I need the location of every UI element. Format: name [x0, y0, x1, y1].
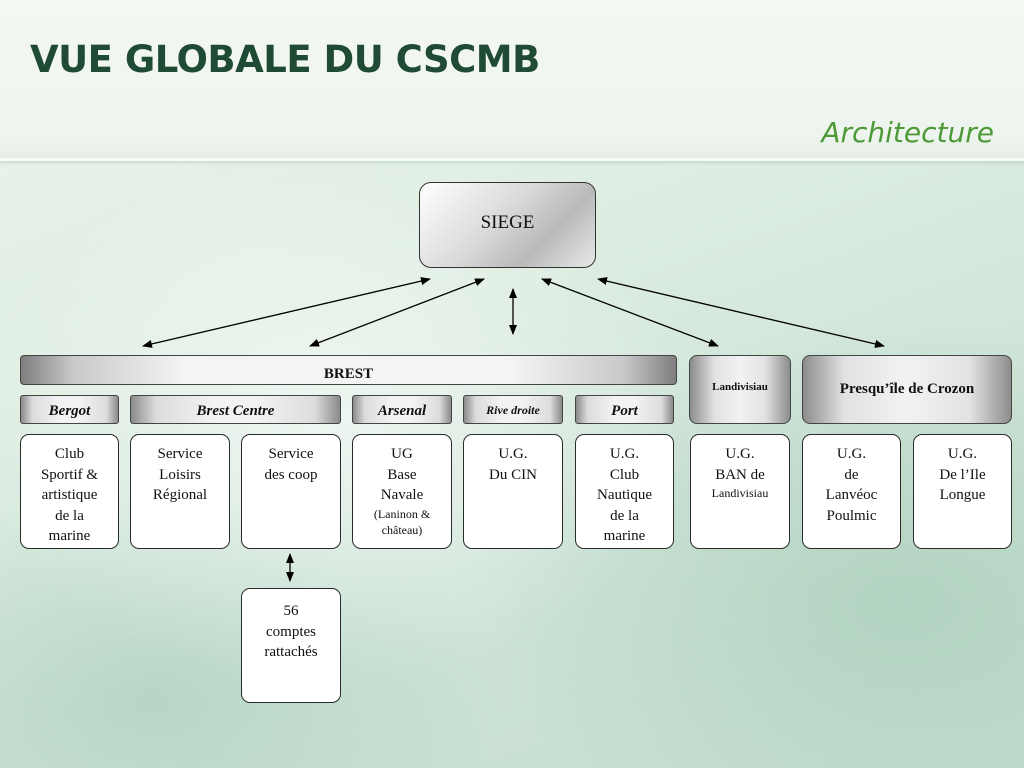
page-title: VUE GLOBALE DU CSCMB [30, 38, 540, 81]
unit-line: Régional [152, 487, 208, 503]
unit-line: U.G. [725, 446, 755, 462]
unit-line: artistique [41, 487, 98, 503]
unit-ug-base-navale: UG Base Navale (Laninon & château) [352, 434, 452, 549]
unit-line: Nautique [597, 487, 652, 503]
unit-line: Poulmic [826, 507, 877, 524]
unit-line: U.G. [947, 446, 978, 462]
arrow-siege-bergot [142, 277, 431, 348]
unit-line: de [844, 466, 859, 483]
unit-line: UG [391, 446, 413, 462]
arrow-siege-landivisiau [541, 278, 719, 347]
unit-line: U.G. [498, 446, 528, 462]
unit-line: marine [603, 528, 646, 544]
unit-line: Base [387, 466, 417, 483]
unit-comptes-rattaches: 56 comptes rattachés [241, 588, 341, 703]
unit-ug-club-nautique: U.G. Club Nautique de la marine [575, 434, 674, 549]
unit-line: comptes [266, 623, 316, 640]
siege-box: SIEGE [419, 182, 596, 268]
page-subtitle: Architecture [821, 116, 994, 149]
site-bergot: Bergot [20, 395, 119, 424]
unit-line: Loisirs [159, 466, 201, 483]
unit-service-loisirs: Service Loisirs Régional [130, 434, 230, 549]
unit-line: Club [54, 446, 85, 462]
unit-service-coop: Service des coop [241, 434, 341, 549]
unit-note: Landivisiau [711, 486, 769, 500]
unit-ug-cin: U.G. Du CIN [463, 434, 563, 549]
arrow-siege-crozon [597, 277, 885, 348]
unit-line: Club [609, 466, 640, 483]
unit-note: (Laninon & château) [373, 506, 431, 537]
unit-line: Service [268, 446, 314, 462]
unit-club-sportif: Club Sportif & artistique de la marine [20, 434, 119, 549]
unit-line: U.G. [836, 446, 867, 462]
unit-line: De l’Ile [939, 466, 986, 483]
unit-ug-ban: U.G. BAN de Landivisiau [690, 434, 790, 549]
unit-line: Longue [939, 487, 986, 503]
unit-line: Du CIN [489, 466, 537, 483]
unit-line: rattachés [264, 644, 318, 660]
unit-line: U.G. [609, 446, 640, 462]
unit-line: de la [610, 507, 639, 524]
unit-line: Navale [380, 487, 424, 503]
crozon-group-bar: Presqu’île de Crozon [802, 355, 1012, 424]
unit-line: de la [55, 507, 84, 524]
site-arsenal: Arsenal [352, 395, 452, 424]
unit-line: 56 [283, 603, 299, 619]
site-brest-centre: Brest Centre [130, 395, 341, 424]
site-port: Port [575, 395, 674, 424]
unit-line: Sportif & [40, 466, 99, 483]
brest-group-bar: BREST [20, 355, 677, 385]
unit-line: des coop [264, 466, 318, 483]
unit-line: Lanvéoc [825, 487, 878, 503]
header-band [0, 0, 1024, 161]
landivisiau-group-bar: Landivisiau [689, 355, 791, 424]
unit-line: marine [48, 528, 91, 544]
unit-ug-lanveoc: U.G. de Lanvéoc Poulmic [802, 434, 901, 549]
arrow-siege-brest-centre [309, 278, 485, 347]
unit-line: BAN de [715, 466, 765, 483]
unit-ug-ile-longue: U.G. De l’Ile Longue [913, 434, 1012, 549]
site-rive-droite: Rive droite [463, 395, 563, 424]
unit-line: Service [157, 446, 203, 462]
